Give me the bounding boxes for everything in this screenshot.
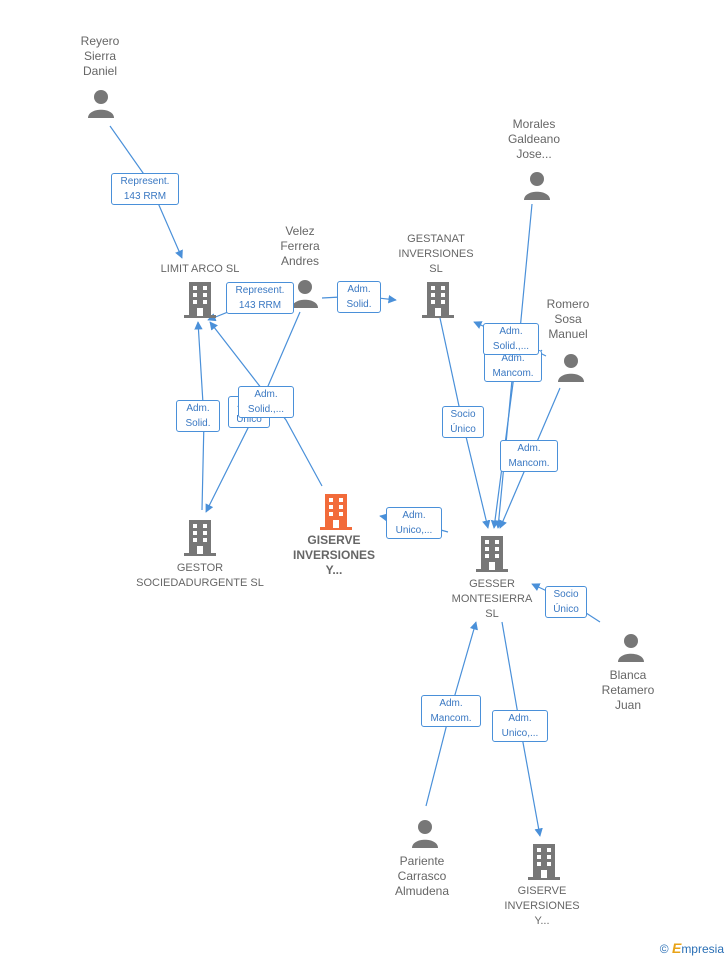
node-pariente[interactable]: Pariente Carrasco Almudena — [384, 854, 460, 899]
brand-logo: © Empresia — [660, 940, 724, 956]
brand-initial: E — [671, 940, 682, 956]
edge-label[interactable]: Adm. Mancom. — [421, 695, 481, 727]
edge-label[interactable]: Adm. Solid. — [337, 281, 381, 313]
edge-label[interactable]: Represent. 143 RRM — [226, 282, 294, 314]
edge-label[interactable]: Adm. Mancom. — [500, 440, 558, 472]
node-velez[interactable]: Velez Ferrera Andres — [264, 224, 336, 269]
node-giserve-main[interactable]: GISERVE INVERSIONES Y... — [282, 533, 386, 578]
person-icon — [558, 354, 584, 382]
node-gesser[interactable]: GESSER MONTESIERRA SL — [440, 577, 544, 622]
node-blanca[interactable]: Blanca Retamero Juan — [592, 668, 664, 713]
person-icon — [292, 280, 318, 308]
node-label: Romero Sosa Manuel — [546, 297, 590, 341]
edge-label[interactable]: Socio Único — [545, 586, 587, 618]
node-label: Reyero Sierra Daniel — [80, 34, 120, 78]
building-icon — [422, 282, 454, 318]
node-label: GISERVE INVERSIONES Y... — [504, 885, 580, 927]
node-label: GESTANAT INVERSIONES SL — [398, 233, 474, 275]
building-icon-focus — [320, 494, 352, 530]
node-reyero[interactable]: Reyero Sierra Daniel — [64, 34, 136, 79]
edge-label[interactable]: Adm. Solid.,... — [238, 386, 294, 418]
node-label: GESSER MONTESIERRA SL — [451, 578, 533, 620]
node-label: Blanca Retamero Juan — [601, 668, 655, 712]
node-label: GISERVE INVERSIONES Y... — [292, 533, 376, 577]
person-icon — [88, 90, 114, 118]
copyright-icon: © — [659, 942, 669, 956]
edge-label[interactable]: Adm. Solid. — [176, 400, 220, 432]
node-label: Morales Galdeano Jose... — [507, 117, 561, 161]
node-romero[interactable]: Romero Sosa Manuel — [532, 297, 604, 342]
edge-label[interactable]: Adm. Mancom. — [484, 350, 542, 382]
node-gestanat[interactable]: GESTANAT INVERSIONES SL — [384, 232, 488, 277]
node-label: GESTOR SOCIEDADURGENTE SL — [136, 562, 264, 589]
building-icon — [184, 520, 216, 556]
node-gestor[interactable]: GESTOR SOCIEDADURGENTE SL — [122, 561, 278, 591]
edge-giserve-limit — [209, 321, 323, 487]
edge-label[interactable]: Socio Único — [442, 406, 484, 438]
building-icon — [184, 282, 216, 318]
node-label: LIMIT ARCO SL — [160, 263, 240, 275]
node-limit-arco[interactable]: LIMIT ARCO SL — [140, 262, 260, 277]
edge-label[interactable]: Adm. Unico,... — [386, 507, 442, 539]
node-giserve-2[interactable]: GISERVE INVERSIONES Y... — [490, 884, 594, 929]
node-label: Velez Ferrera Andres — [280, 224, 320, 268]
person-icon — [412, 820, 438, 848]
edge-label[interactable]: Adm. Solid.,... — [483, 323, 539, 355]
edge-label[interactable]: Represent. 143 RRM — [111, 173, 179, 205]
person-icon — [524, 172, 550, 200]
edge-label[interactable]: Adm. Unico,... — [492, 710, 548, 742]
person-icon — [618, 634, 644, 662]
brand-name: mpresia — [681, 942, 724, 956]
building-icon — [528, 844, 560, 880]
node-label: Pariente Carrasco Almudena — [394, 854, 450, 898]
building-icon — [476, 536, 508, 572]
node-morales[interactable]: Morales Galdeano Jose... — [498, 117, 570, 162]
